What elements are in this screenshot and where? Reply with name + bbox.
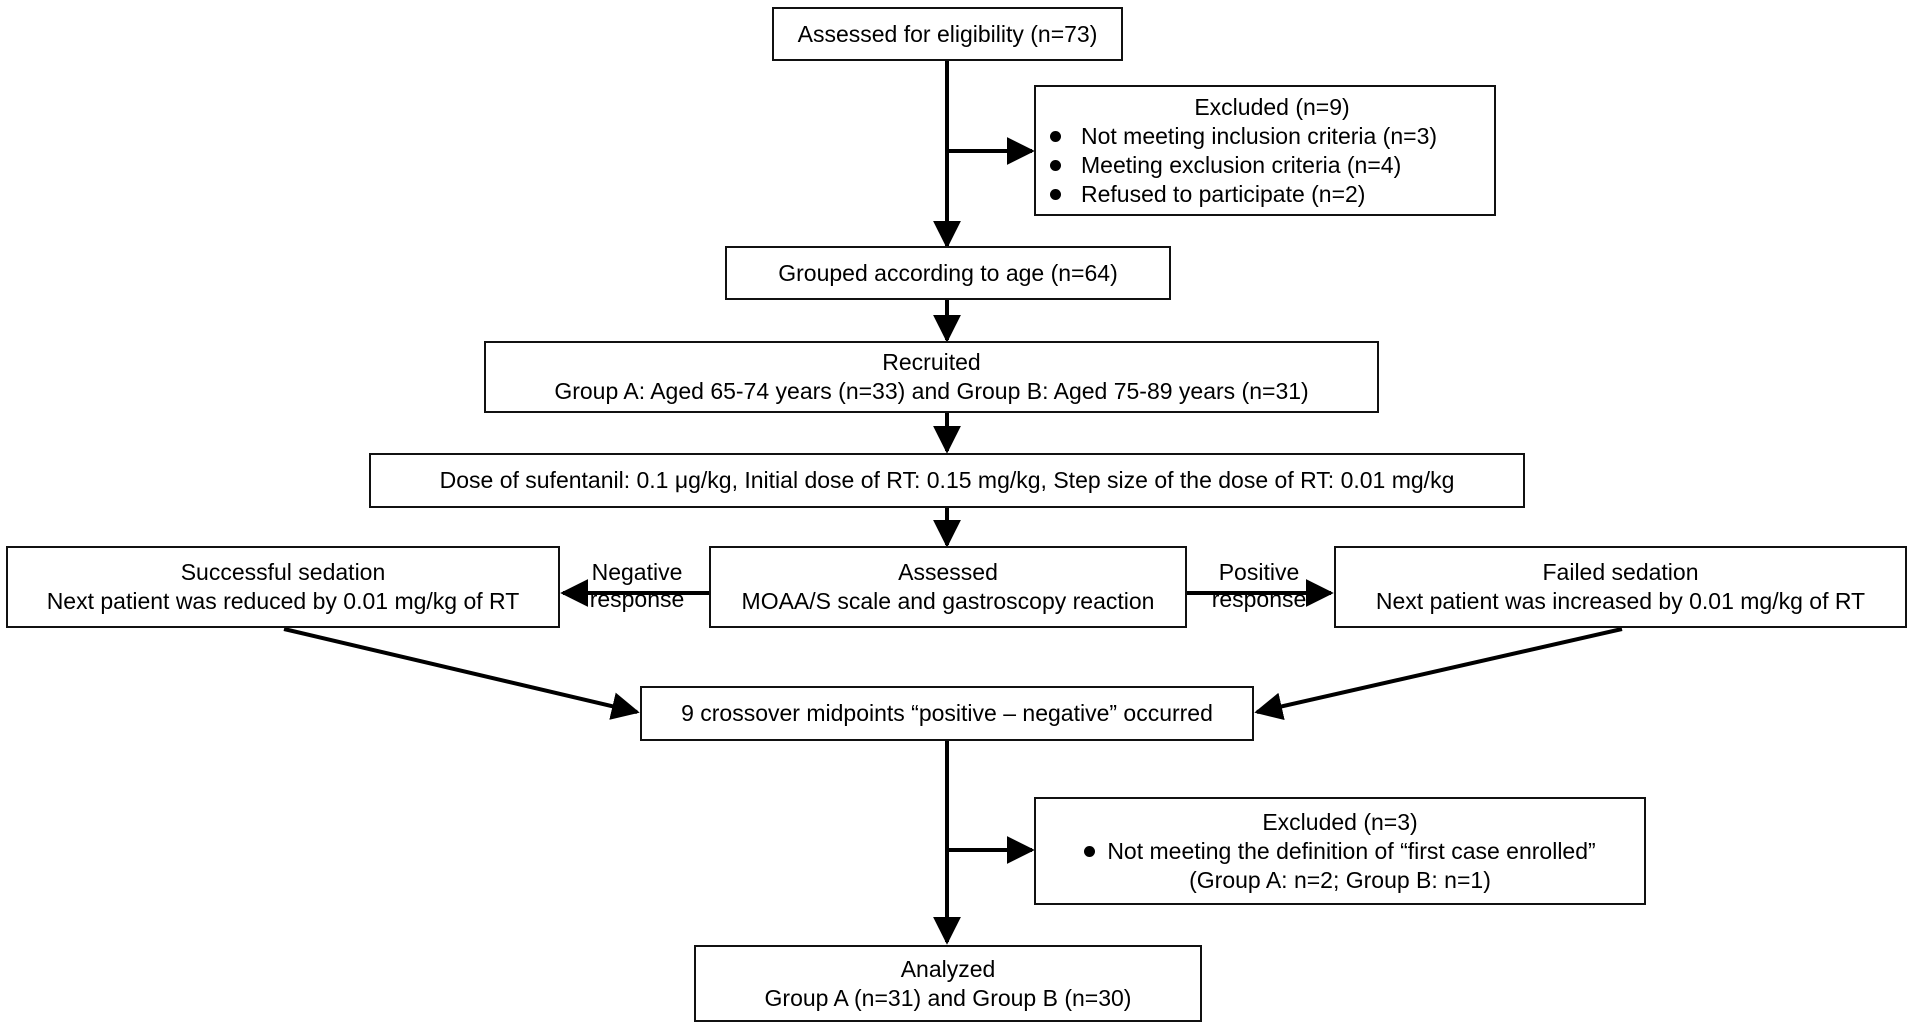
bullet-icon	[1084, 845, 1096, 857]
arrow-failed-to-crossover	[1254, 627, 1623, 721]
analyzed-box: Analyzed Group A (n=31) and Group B (n=3…	[694, 945, 1202, 1022]
failed-line: Next patient was increased by 0.01 mg/kg…	[1375, 588, 1866, 614]
assessed-line: MOAA/S scale and gastroscopy reaction	[741, 588, 1155, 614]
crossover-box: 9 crossover midpoints “positive – negati…	[640, 686, 1254, 741]
bullet-icon	[1050, 188, 1061, 200]
dose-text: Dose of sufentanil: 0.1 μg/kg, Initial d…	[439, 467, 1455, 493]
excluded-1-item: Meeting exclusion criteria (n=4)	[1050, 151, 1401, 180]
eligibility-box: Assessed for eligibility (n=73)	[772, 7, 1123, 61]
bullet-icon	[1050, 159, 1061, 171]
positive-response-label: Positive response	[1211, 559, 1307, 612]
dose-box: Dose of sufentanil: 0.1 μg/kg, Initial d…	[369, 453, 1525, 508]
excluded-2-note: (Group A: n=2; Group B: n=1)	[1189, 866, 1491, 893]
excluded-1-item: Not meeting inclusion criteria (n=3)	[1050, 122, 1437, 151]
failed-box: Failed sedation Next patient was increas…	[1334, 546, 1907, 628]
excluded-1-item: Refused to participate (n=2)	[1050, 180, 1365, 209]
negative-response-label: Negative response	[589, 559, 685, 612]
excluded-2-item: Not meeting the definition of “first cas…	[1084, 837, 1596, 866]
analyzed-line: Group A (n=31) and Group B (n=30)	[764, 984, 1132, 1011]
failed-title: Failed sedation	[1542, 559, 1699, 585]
arrow-success-to-crossover	[283, 627, 640, 720]
eligibility-text: Assessed for eligibility (n=73)	[797, 20, 1098, 47]
recruited-line: Group A: Aged 65-74 years (n=33) and Gro…	[554, 378, 1309, 404]
analyzed-title: Analyzed	[900, 955, 996, 982]
recruited-title: Recruited	[882, 349, 981, 375]
bullet-icon	[1050, 130, 1061, 142]
assessed-title: Assessed	[898, 559, 998, 585]
success-line: Next patient was reduced by 0.01 mg/kg o…	[46, 588, 520, 614]
grouped-box: Grouped according to age (n=64)	[725, 246, 1171, 300]
success-title: Successful sedation	[180, 559, 386, 585]
grouped-text: Grouped according to age (n=64)	[778, 259, 1118, 286]
crossover-text: 9 crossover midpoints “positive – negati…	[681, 700, 1213, 726]
excluded-1-box: Excluded (n=9) Not meeting inclusion cri…	[1034, 85, 1496, 216]
excluded-2-box: Excluded (n=3) Not meeting the definitio…	[1034, 797, 1646, 905]
recruited-box: Recruited Group A: Aged 65-74 years (n=3…	[484, 341, 1379, 413]
excluded-2-title: Excluded (n=3)	[1262, 808, 1418, 835]
excluded-1-title: Excluded (n=9)	[1194, 93, 1350, 120]
assessed-box: Assessed MOAA/S scale and gastroscopy re…	[709, 546, 1187, 628]
success-box: Successful sedation Next patient was red…	[6, 546, 560, 628]
